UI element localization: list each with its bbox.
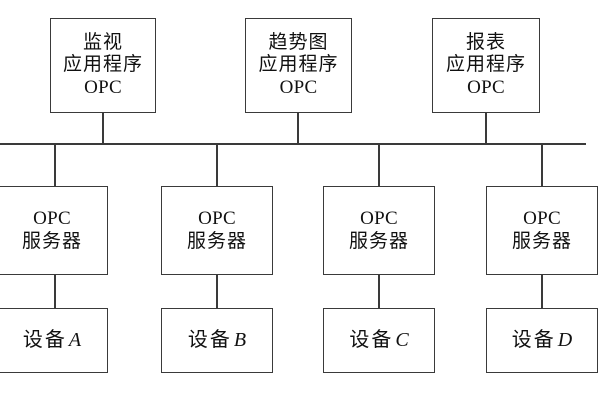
device-box-c-id: C: [395, 328, 409, 351]
app-box-monitoring-line1: 监视: [82, 31, 123, 53]
device-box-d-id: D: [557, 328, 573, 351]
opc-server-box-2-line2: 服务器: [186, 230, 247, 252]
device-box-b-label: 设备: [187, 328, 232, 351]
device-box-d-label: 设备: [511, 328, 556, 351]
opc-server-box-4[interactable]: OPC 服务器: [486, 186, 598, 275]
app-box-monitoring-line2: 应用程序: [62, 54, 143, 76]
device-box-b[interactable]: 设备 B: [161, 308, 273, 373]
opc-server-box-3-line2: 服务器: [348, 230, 409, 252]
opc-server-box-1[interactable]: OPC 服务器: [0, 186, 108, 275]
app-box-report-line1: 报表: [465, 31, 506, 53]
device-box-a-id: A: [68, 328, 82, 351]
app-box-report-line3: OPC: [467, 76, 505, 98]
device-box-c-label: 设备: [349, 328, 394, 351]
connector-app-report-to-bus: [485, 113, 487, 144]
network-bus-line: [0, 143, 586, 145]
connector-app-monitoring-to-bus: [102, 113, 104, 144]
app-box-report-line2: 应用程序: [445, 54, 526, 76]
connector-server-1-to-device-a: [54, 275, 56, 308]
connector-bus-to-server-2: [216, 144, 218, 186]
opc-server-box-2-line1: OPC: [198, 208, 236, 230]
app-box-monitoring[interactable]: 监视 应用程序 OPC: [50, 18, 156, 113]
opc-server-box-2[interactable]: OPC 服务器: [161, 186, 273, 275]
app-box-trend-chart-line1: 趋势图: [268, 31, 329, 53]
opc-server-box-4-line2: 服务器: [511, 230, 572, 252]
connector-bus-to-server-3: [378, 144, 380, 186]
connector-server-4-to-device-d: [541, 275, 543, 308]
connector-server-2-to-device-b: [216, 275, 218, 308]
device-box-a-label: 设备: [22, 328, 67, 351]
app-box-monitoring-line3: OPC: [84, 76, 122, 98]
opc-server-box-3[interactable]: OPC 服务器: [323, 186, 435, 275]
device-box-a[interactable]: 设备 A: [0, 308, 108, 373]
opc-server-box-3-line1: OPC: [360, 208, 398, 230]
app-box-trend-chart[interactable]: 趋势图 应用程序 OPC: [245, 18, 352, 113]
opc-server-box-1-line1: OPC: [33, 208, 71, 230]
opc-server-box-4-line1: OPC: [523, 208, 561, 230]
connector-app-trend-chart-to-bus: [297, 113, 299, 144]
app-box-report[interactable]: 报表 应用程序 OPC: [432, 18, 540, 113]
connector-server-3-to-device-c: [378, 275, 380, 308]
app-box-trend-chart-line3: OPC: [279, 76, 318, 98]
device-box-c[interactable]: 设备 C: [323, 308, 435, 373]
connector-bus-to-server-4: [541, 144, 543, 186]
app-box-trend-chart-line2: 应用程序: [258, 54, 339, 76]
device-box-d[interactable]: 设备 D: [486, 308, 598, 373]
opc-server-box-1-line2: 服务器: [21, 230, 82, 252]
connector-bus-to-server-1: [54, 144, 56, 186]
device-box-b-id: B: [233, 328, 247, 351]
